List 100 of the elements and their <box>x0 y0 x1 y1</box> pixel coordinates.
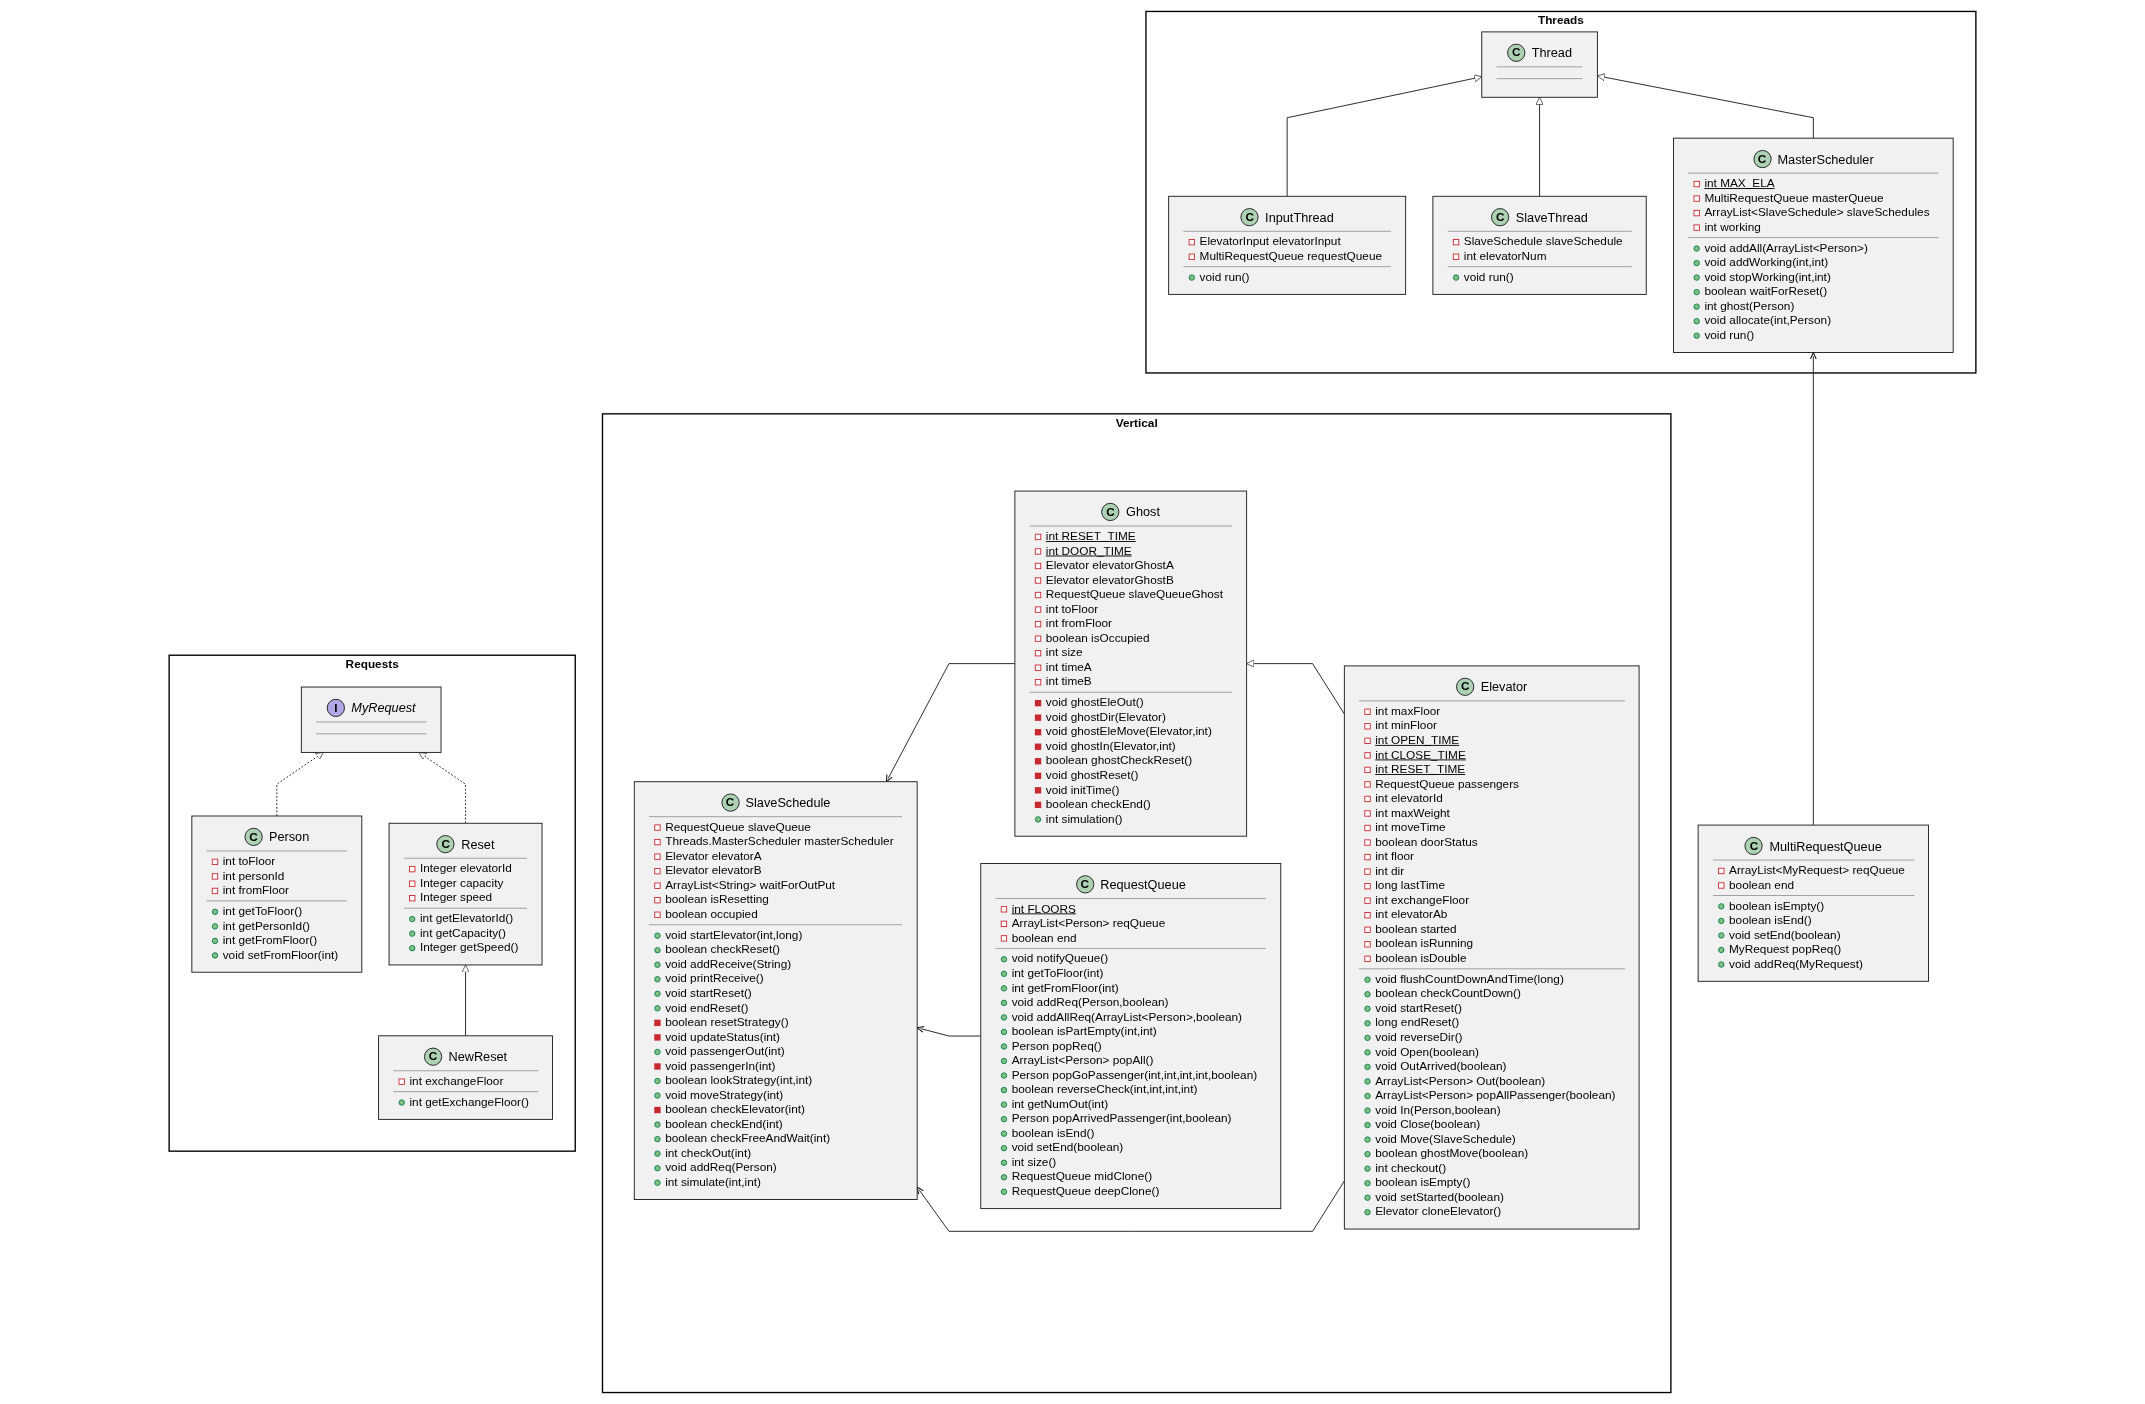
attribute-text: boolean isOccupied <box>1045 630 1150 646</box>
attribute-text: int working <box>1704 219 1761 235</box>
method-text: void ghostIn(Elevator,int) <box>1045 739 1176 754</box>
method-text: boolean waitForReset() <box>1704 284 1828 299</box>
class-box <box>633 781 918 1200</box>
class-box <box>1432 195 1647 295</box>
class-box <box>388 822 543 966</box>
method-text: void stopWorking(int,int) <box>1704 269 1831 285</box>
attribute-text: Threads.MasterScheduler masterScheduler <box>665 834 894 849</box>
attribute-text: int elevatorNum <box>1463 249 1547 264</box>
method-text: boolean checkCountDown() <box>1375 986 1521 1002</box>
class-name: NewReset <box>448 1049 508 1064</box>
method-text: ArrayList<Person> popAll() <box>1011 1053 1154 1068</box>
method-text: boolean isEnd() <box>1729 913 1812 928</box>
attribute-text: long lastTime <box>1375 878 1445 893</box>
attribute-text: boolean end <box>1729 877 1795 893</box>
method-text: void ghostDir(Elevator) <box>1045 709 1166 725</box>
method-text: int getExchangeFloor() <box>409 1094 529 1110</box>
attribute-text: int size <box>1045 645 1083 660</box>
method-text: void setFromFloor(int) <box>222 947 339 963</box>
attribute-text: boolean isRunning <box>1375 936 1474 952</box>
attribute-text: int MAX_ELA <box>1704 176 1775 191</box>
attribute-text: MultiRequestQueue masterQueue <box>1704 190 1884 206</box>
method-text: int ghost(Person) <box>1704 298 1795 314</box>
method-text: int getElevatorId() <box>419 911 514 926</box>
attribute-text: int maxFloor <box>1375 704 1441 719</box>
method-text: void addReq(Person) <box>665 1160 777 1175</box>
method-text: void setEnd(boolean) <box>1729 927 1841 943</box>
class-box <box>1168 195 1407 295</box>
method-text: void notifyQueue() <box>1011 951 1109 967</box>
class-name: MultiRequestQueue <box>1769 838 1882 854</box>
attribute-text: ArrayList<SlaveSchedule> slaveSchedules <box>1704 205 1930 220</box>
attribute-text: int dir <box>1375 863 1405 879</box>
method-text: boolean isEnd() <box>1011 1125 1095 1141</box>
class-box <box>191 815 363 973</box>
class-box <box>1481 31 1598 98</box>
class-name: SlaveSchedule <box>745 795 831 810</box>
method-text: void startReset() <box>665 986 752 1001</box>
attribute-text: Integer capacity <box>419 875 504 891</box>
method-text: void passengerOut(int) <box>665 1044 785 1059</box>
class-box <box>1673 137 1954 353</box>
attribute-text: Integer speed <box>419 890 493 905</box>
attribute-text: ArrayList<Person> reqQueue <box>1011 916 1166 931</box>
method-text: int simulate(int,int) <box>665 1175 761 1190</box>
method-text: int getToFloor() <box>222 904 303 919</box>
method-text: int getFromFloor() <box>222 933 318 948</box>
method-text: int checkout() <box>1375 1160 1447 1176</box>
method-text: void In(Person,boolean) <box>1375 1102 1501 1118</box>
attribute-text: int OPEN_TIME <box>1375 733 1460 748</box>
method-text: MyRequest popReq() <box>1729 942 1842 957</box>
method-text: ArrayList<Person> popAllPassenger(boolean) <box>1375 1088 1616 1103</box>
method-text: void addAll(ArrayList<Person>) <box>1704 240 1868 256</box>
method-text: void reverseDir() <box>1375 1030 1463 1045</box>
attribute-text: int floor <box>1375 849 1414 864</box>
method-text: boolean checkEnd() <box>1045 797 1151 812</box>
method-text: int getCapacity() <box>419 925 506 941</box>
class-name: Person <box>268 829 310 845</box>
attribute-text: SlaveSchedule slaveSchedule <box>1463 234 1623 249</box>
method-text: boolean resetStrategy() <box>665 1015 789 1030</box>
attribute-text: int moveTime <box>1375 820 1446 835</box>
method-text: RequestQueue deepClone() <box>1011 1184 1160 1199</box>
class-name: Ghost <box>1126 504 1160 520</box>
attribute-text: int RESET_TIME <box>1375 762 1466 777</box>
method-text: boolean isPartEmpty(int,int) <box>1011 1024 1157 1039</box>
attribute-text: int FLOORS <box>1011 901 1076 917</box>
method-text: void Close(boolean) <box>1375 1117 1481 1132</box>
method-text: void Open(boolean) <box>1375 1044 1479 1060</box>
method-text: void ghostEleOut() <box>1045 695 1144 710</box>
method-text: Person popReq() <box>1011 1038 1102 1054</box>
method-text: ArrayList<Person> Out(boolean) <box>1375 1073 1546 1089</box>
class-name: InputThread <box>1265 209 1334 225</box>
attribute-text: Elevator elevatorGhostA <box>1045 558 1174 573</box>
attribute-text: int elevatorId <box>1375 791 1443 806</box>
package-title: Vertical <box>1115 414 1158 432</box>
method-text: void addReq(Person,boolean) <box>1011 995 1169 1010</box>
method-text: void printReceive() <box>665 971 764 987</box>
class-box <box>300 686 442 753</box>
method-text: void passengerIn(int) <box>665 1058 776 1074</box>
method-text: boolean lookStrategy(int,int) <box>665 1073 813 1088</box>
attribute-text: boolean started <box>1375 922 1457 937</box>
class-name: MasterScheduler <box>1777 151 1874 167</box>
method-text: int getToFloor(int) <box>1011 966 1104 981</box>
attribute-text: RequestQueue passengers <box>1375 776 1519 792</box>
method-text: boolean checkFreeAndWait(int) <box>665 1131 831 1146</box>
method-text: int getNumOut(int) <box>1011 1096 1109 1112</box>
attribute-text: int exchangeFloor <box>1375 892 1470 908</box>
method-text: boolean isEmpty() <box>1729 898 1825 914</box>
attribute-text: int toFloor <box>222 854 276 869</box>
attribute-text: boolean occupied <box>665 907 758 922</box>
attribute-text: int timeA <box>1045 660 1092 675</box>
method-text: int size() <box>1011 1155 1057 1170</box>
method-text: long endReset() <box>1375 1015 1460 1031</box>
attribute-text: int timeB <box>1045 674 1092 690</box>
attribute-text: boolean isResetting <box>665 892 769 908</box>
method-text: Person popArrivedPassenger(int,boolean) <box>1011 1111 1232 1126</box>
method-text: void Move(SlaveSchedule) <box>1375 1131 1516 1147</box>
method-text: boolean isEmpty() <box>1375 1175 1471 1190</box>
method-text: Integer getSpeed() <box>419 940 519 955</box>
method-text: void setEnd(boolean) <box>1011 1140 1124 1155</box>
attribute-text: ArrayList<MyRequest> reqQueue <box>1729 863 1905 878</box>
